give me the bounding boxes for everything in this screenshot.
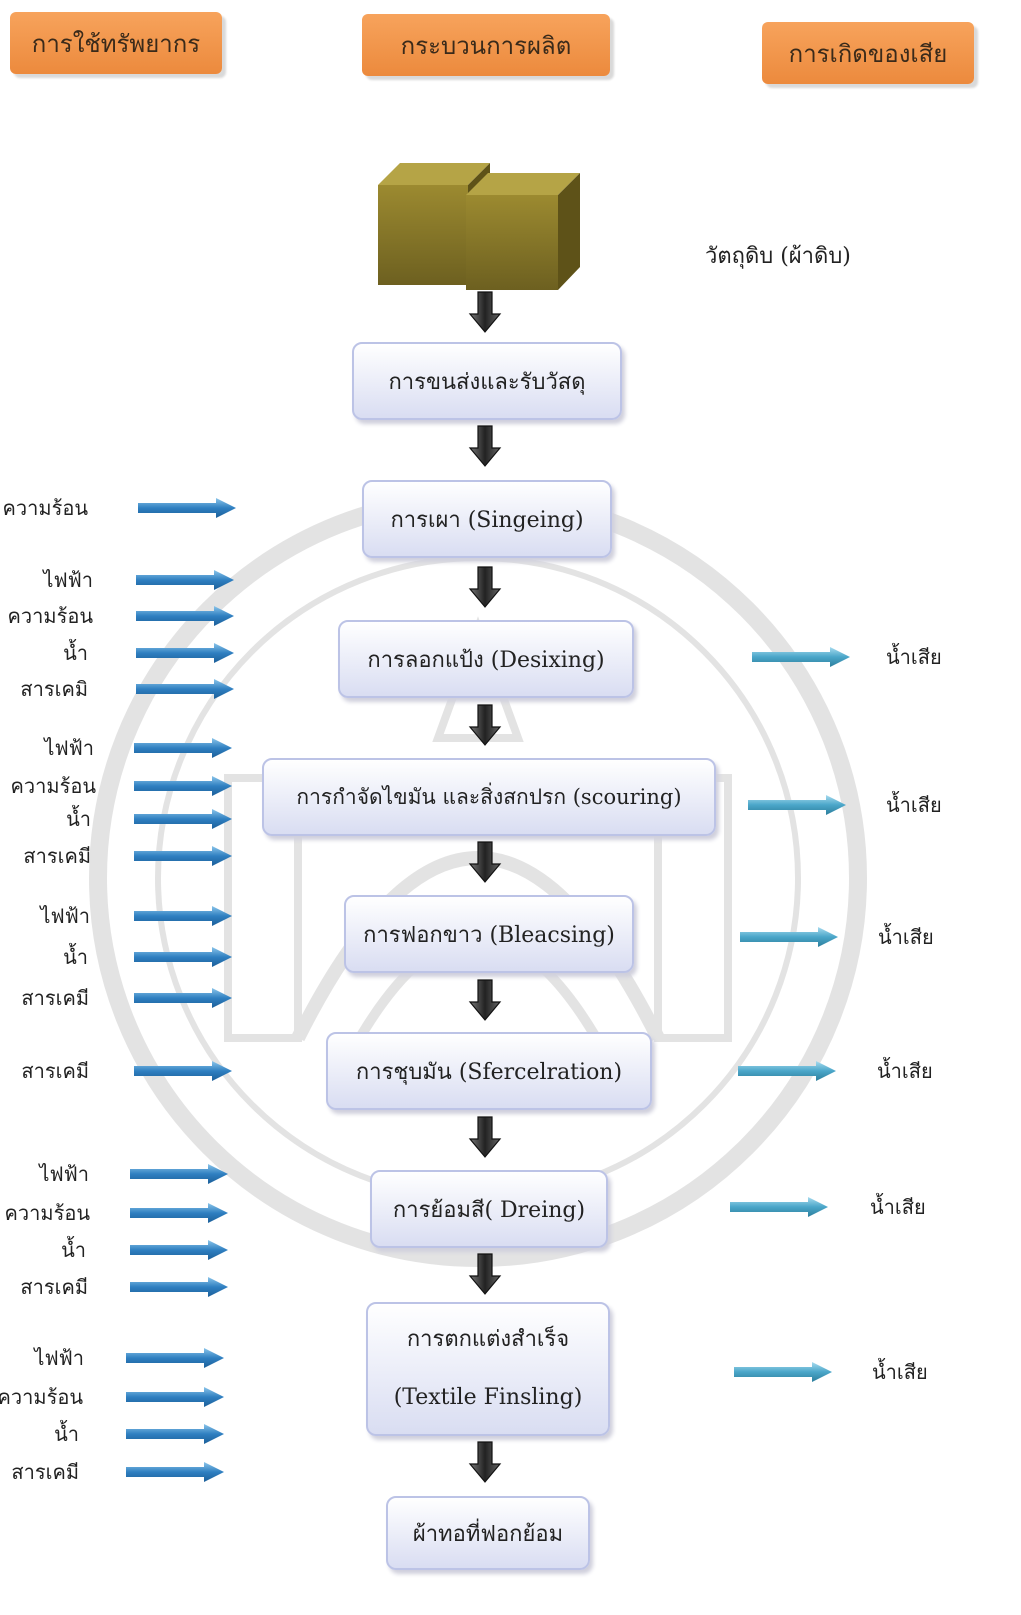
input-arrow-icon xyxy=(134,988,232,1008)
step-transport: การขนส่งและรับวัสดุ xyxy=(352,342,622,420)
input-arrow-icon xyxy=(126,1348,224,1368)
input-arrow-icon xyxy=(130,1277,228,1297)
down-arrow-icon xyxy=(468,566,502,608)
down-arrow-icon xyxy=(468,841,502,883)
input-arrow-icon xyxy=(126,1387,224,1407)
input-arrow-icon xyxy=(130,1164,228,1184)
step-singeing: การเผา (Singeing) xyxy=(362,480,612,558)
input-label: น้ำ xyxy=(66,807,91,831)
step-mercerization: การชุบมัน (Sfercelration) xyxy=(326,1032,652,1110)
input-label: สารเคมี xyxy=(23,844,91,868)
input-arrow-icon xyxy=(138,498,236,518)
input-label: ไฟฟ้า xyxy=(40,904,90,928)
input-label: น้ำ xyxy=(54,1422,79,1446)
down-arrow-icon xyxy=(468,1116,502,1158)
header-resources: การใช้ทรัพยากร xyxy=(10,12,222,74)
down-arrow-icon xyxy=(468,1441,502,1483)
waste-label: น้ำเสีย xyxy=(872,1360,928,1384)
waste-label: น้ำเสีย xyxy=(886,645,942,669)
step-final-product: ผ้าทอที่ฟอกย้อม xyxy=(386,1496,590,1570)
input-arrow-icon xyxy=(134,947,232,967)
input-arrow-icon xyxy=(134,1061,232,1081)
waste-arrow-icon xyxy=(734,1362,832,1382)
input-label: น้ำ xyxy=(61,1238,86,1262)
input-arrow-icon xyxy=(134,906,232,926)
input-arrow-icon xyxy=(126,1424,224,1444)
input-label: สารเคมี xyxy=(20,1275,88,1299)
step-finishing-label-en: (Textile Finsling) xyxy=(393,1385,583,1410)
input-arrow-icon xyxy=(126,1462,224,1482)
input-arrow-icon xyxy=(136,679,234,699)
input-label: สารเคมิ xyxy=(20,677,88,701)
input-arrow-icon xyxy=(134,738,232,758)
waste-label: น้ำเสีย xyxy=(878,925,934,949)
waste-arrow-icon xyxy=(748,795,846,815)
input-arrow-icon xyxy=(134,776,232,796)
waste-label: น้ำเสีย xyxy=(886,793,942,817)
step-finishing-label: การตกแต่งสำเร็จ xyxy=(406,1327,570,1352)
step-finishing: การตกแต่งสำเร็จ (Textile Finsling) xyxy=(366,1302,610,1436)
header-process: กระบวนการผลิต xyxy=(362,14,610,76)
waste-arrow-icon xyxy=(738,1061,836,1081)
input-label: น้ำ xyxy=(63,641,88,665)
input-label: น้ำ xyxy=(63,945,88,969)
step-bleaching: การฟอกขาว (Bleacsing) xyxy=(344,895,634,973)
down-arrow-icon xyxy=(468,291,502,333)
down-arrow-icon xyxy=(468,979,502,1021)
input-label: ความร้อน xyxy=(0,1385,83,1409)
input-label: สารเคมี xyxy=(11,1460,79,1484)
header-waste: การเกิดของเสีย xyxy=(762,22,974,84)
input-arrow-icon xyxy=(130,1203,228,1223)
waste-arrow-icon xyxy=(740,927,838,947)
raw-material-blocks-icon xyxy=(378,163,580,290)
waste-label: น้ำเสีย xyxy=(870,1195,926,1219)
raw-material-label: วัตถุดิบ (ผ้าดิบ) xyxy=(705,244,851,269)
input-arrow-icon xyxy=(130,1240,228,1260)
input-label: ความร้อน xyxy=(4,1201,90,1225)
waste-label: น้ำเสีย xyxy=(877,1059,933,1083)
input-arrow-icon xyxy=(136,606,234,626)
input-label: ไฟฟ้า xyxy=(34,1346,84,1370)
waste-arrow-icon xyxy=(752,647,850,667)
down-arrow-icon xyxy=(468,1253,502,1295)
input-label: ไฟฟ้า xyxy=(39,1162,89,1186)
down-arrow-icon xyxy=(468,704,502,746)
step-desizing: การลอกแป้ง (Desixing) xyxy=(338,620,634,698)
down-arrow-icon xyxy=(468,425,502,467)
input-arrow-icon xyxy=(136,643,234,663)
step-scouring: การกำจัดไขมัน และสิ่งสกปรก (scouring) xyxy=(262,758,716,836)
input-label: ไฟฟ้า xyxy=(44,736,94,760)
input-label: สารเคมี xyxy=(21,986,89,1010)
waste-arrow-icon xyxy=(730,1197,828,1217)
input-arrow-icon xyxy=(136,570,234,590)
input-arrow-icon xyxy=(134,809,232,829)
input-label: ความร้อน xyxy=(2,496,88,520)
input-arrow-icon xyxy=(134,846,232,866)
step-dyeing: การย้อมสี( Dreing) xyxy=(370,1170,608,1248)
input-label: ความร้อน xyxy=(7,604,93,628)
input-label: ไฟฟ้า xyxy=(43,568,93,592)
input-label: สารเคมี xyxy=(21,1059,89,1083)
input-label: ความร้อน xyxy=(10,774,96,798)
